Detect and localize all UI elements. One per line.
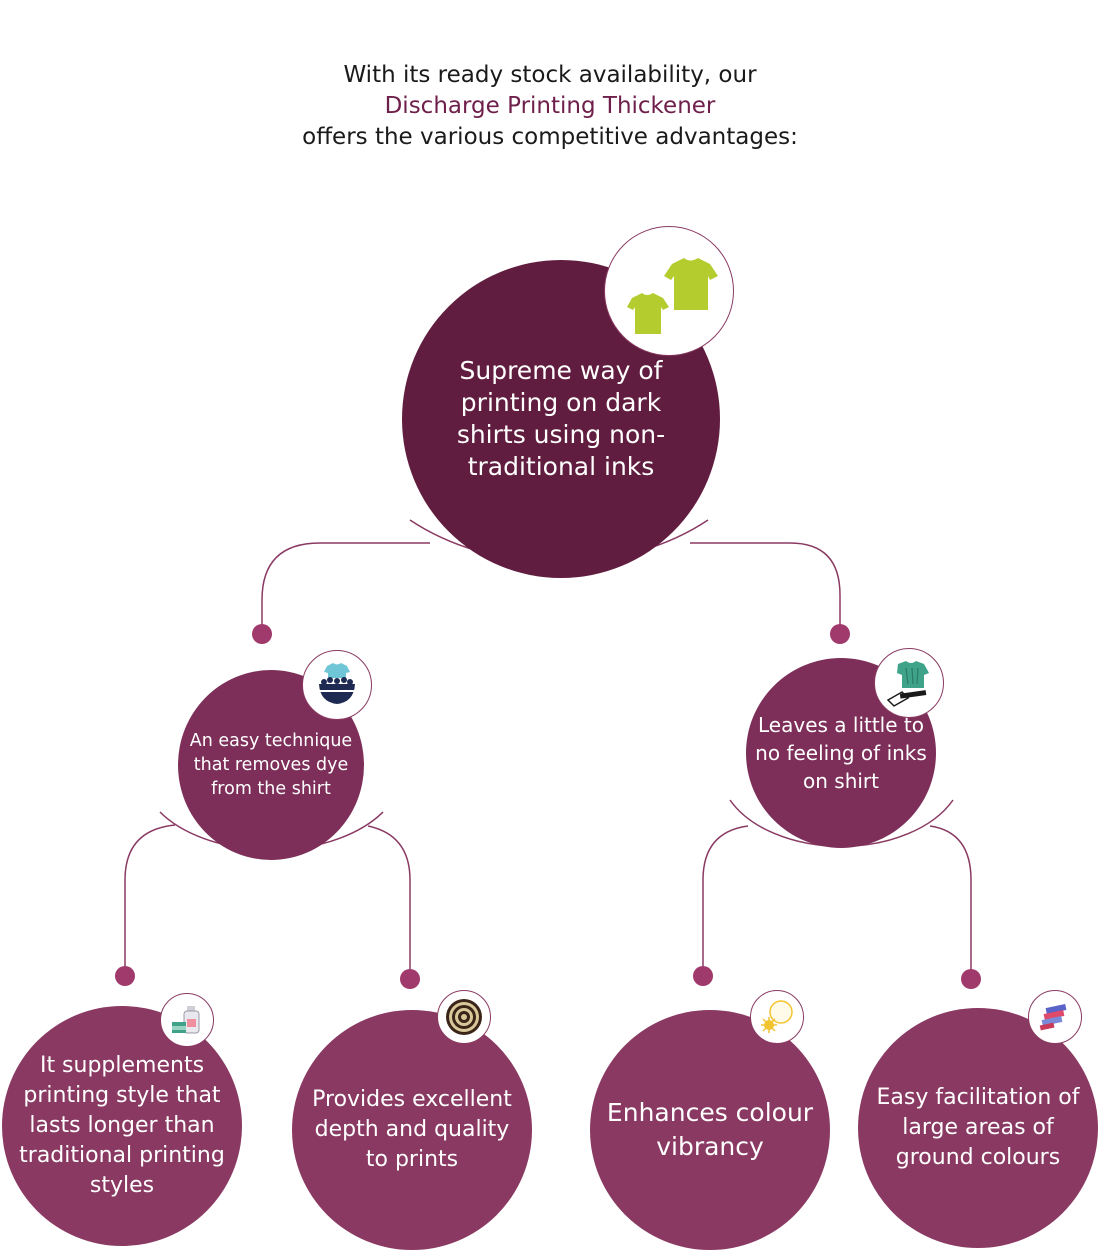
connector-dot (252, 624, 272, 644)
depth-quality-icon-badge (437, 990, 491, 1044)
intro-line-1: With its ready stock availability, our (343, 62, 757, 88)
benefit-circle-lasting-style: It supplements printing style that lasts… (2, 1006, 242, 1246)
screen-print-tshirt-icon (886, 661, 929, 707)
benefit-text-dye-removal: An easy technique that removes dye from … (189, 731, 353, 799)
benefit-circle-ground-colours: Easy facilitation of large areas of grou… (858, 1008, 1098, 1248)
benefit-text-colour-vibrancy: Enhances colour vibrancy (606, 1098, 814, 1161)
benefit-text-ground-colours: Easy facilitation of large areas of grou… (876, 1085, 1080, 1170)
light-feel-icon-badge (874, 648, 944, 718)
color-burst-icon (761, 1000, 793, 1033)
connector-right-leaf4 (929, 825, 972, 979)
connector-dot (400, 969, 420, 989)
benefit-text-depth-quality: Provides excellent depth and quality to … (312, 1087, 512, 1172)
connector-left-leaf1 (124, 824, 176, 976)
washing-bowl-icon (319, 663, 355, 704)
connector-main-right (690, 542, 841, 634)
detergent-bottle-icon (172, 1006, 200, 1034)
colour-vibrancy-icon-badge (750, 990, 804, 1044)
connector-left-leaf2 (367, 825, 411, 979)
intro-product-name: Discharge Printing Thickener (384, 93, 716, 119)
intro-text: With its ready stock availability, our D… (0, 60, 1100, 153)
connector-main-left (261, 542, 430, 634)
color-swatches-icon (1039, 1003, 1067, 1031)
connector-dot (115, 966, 135, 986)
spiral-pattern-icon (446, 999, 482, 1035)
connector-right-leaf3 (702, 825, 749, 976)
benefit-text-light-feel: Leaves a little to no feeling of inks on… (755, 713, 927, 793)
connector-dot (830, 624, 850, 644)
intro-line-3: offers the various competitive advantage… (302, 124, 798, 150)
main-benefit-text: Supreme way of printing on dark shirts u… (456, 356, 666, 481)
benefit-text-lasting-style: It supplements printing style that lasts… (19, 1053, 225, 1198)
dye-removal-icon-badge (302, 650, 372, 720)
main-icon-badge (604, 226, 734, 356)
benefit-circle-colour-vibrancy: Enhances colour vibrancy (590, 1010, 830, 1250)
two-tshirts-icon (627, 258, 718, 334)
ground-colours-icon-badge (1028, 990, 1082, 1044)
benefit-circle-depth-quality: Provides excellent depth and quality to … (292, 1010, 532, 1250)
lasting-style-icon-badge (160, 993, 214, 1047)
connector-dot (961, 969, 981, 989)
connector-dot (693, 966, 713, 986)
